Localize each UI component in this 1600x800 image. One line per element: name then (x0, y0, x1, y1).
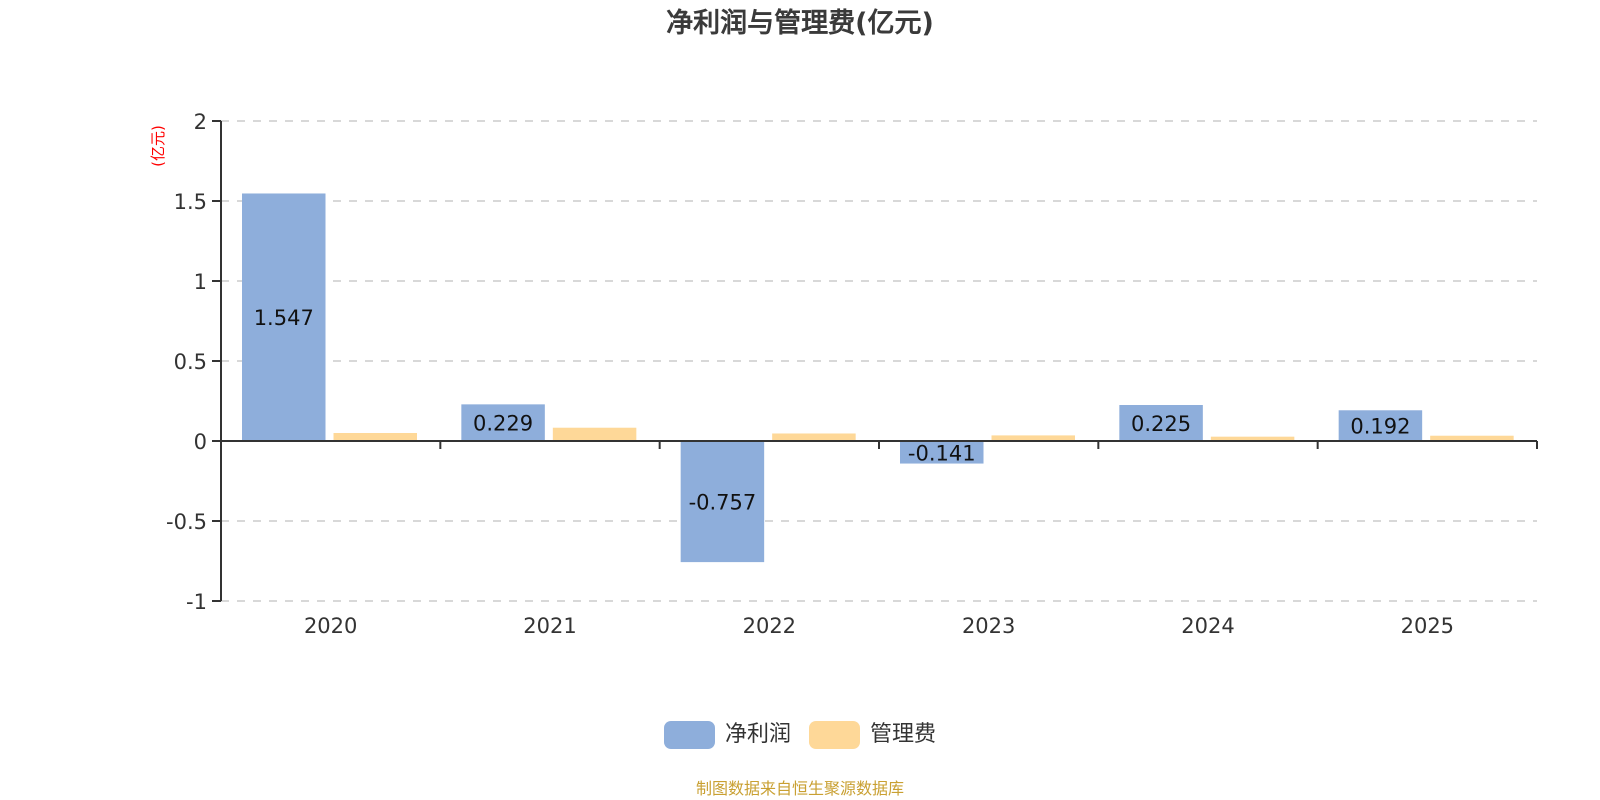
y-tick-label: 1 (194, 270, 207, 294)
data-label-net-profit: 0.229 (473, 412, 533, 436)
y-axis-unit-label: (亿元) (149, 125, 167, 167)
bar-admin-expense (991, 435, 1075, 441)
bar-admin-expense (1210, 436, 1295, 441)
y-tick-label: -0.5 (166, 510, 207, 534)
y-tick-label: 1.5 (174, 190, 207, 214)
axes: 2 1.5 1 0.5 0 -0.5 -1 2020 2021 2022 2023 2024 2025 (166, 110, 1538, 638)
x-tick-label: 2024 (1181, 614, 1234, 638)
bar-admin-expense (552, 427, 637, 441)
bar-admin-expense (772, 433, 856, 441)
legend-swatch-net-profit (663, 721, 715, 749)
bars (242, 193, 1514, 563)
x-tick-label: 2022 (743, 614, 796, 638)
x-tick-label: 2020 (304, 614, 357, 638)
gridlines (221, 120, 1537, 602)
data-labels: 1.547 0.229 -0.757 -0.141 0.225 0.192 (254, 306, 1411, 514)
legend-swatch-admin-expense (809, 721, 860, 749)
data-label-net-profit: 0.225 (1131, 412, 1191, 436)
bar-admin-expense (333, 433, 417, 441)
data-label-net-profit: 0.192 (1350, 415, 1410, 439)
y-tick-label: 0 (194, 430, 207, 454)
legend-label-net-profit: 净利润 (724, 722, 791, 747)
bar-net-profit (900, 441, 984, 464)
bar-admin-expense (1430, 435, 1514, 441)
bar-net-profit (680, 441, 765, 563)
x-tick-label: 2023 (962, 614, 1015, 638)
x-tick-label: 2021 (523, 614, 576, 638)
legend-item-net-profit[interactable]: 净利润 (663, 720, 791, 750)
bar-net-profit (1338, 410, 1423, 441)
bar-net-profit (1119, 405, 1203, 441)
x-tick-label: 2025 (1401, 614, 1454, 638)
data-label-net-profit: -0.141 (908, 441, 976, 465)
data-label-net-profit: -0.757 (689, 491, 757, 515)
y-tick-label: -1 (186, 590, 207, 614)
y-tick-label: 2 (194, 110, 207, 134)
chart-title: 净利润与管理费(亿元) (666, 8, 934, 39)
data-label-net-profit: 1.547 (254, 306, 314, 330)
bar-net-profit (461, 404, 545, 441)
bar-net-profit (242, 193, 326, 441)
legend-label-admin-expense: 管理费 (870, 722, 937, 747)
y-tick-label: 0.5 (174, 350, 207, 374)
legend: 净利润 管理费 (0, 720, 1600, 750)
legend-item-admin-expense[interactable]: 管理费 (809, 720, 936, 750)
data-source-note: 制图数据来自恒生聚源数据库 (695, 779, 904, 798)
